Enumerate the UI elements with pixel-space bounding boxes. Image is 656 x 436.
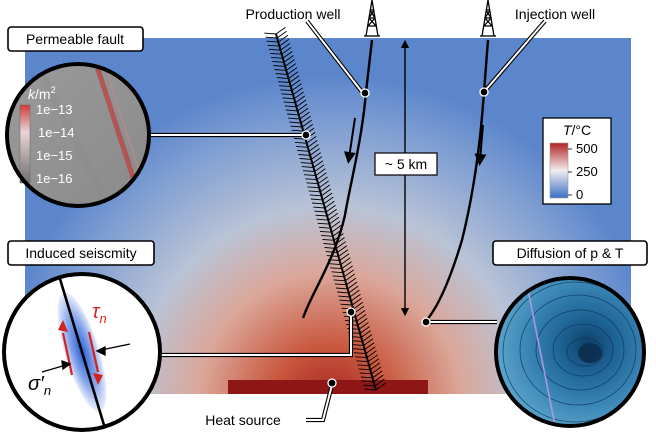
permeability-title: k/m2 [28,85,56,102]
permeability-colorbar [19,104,31,184]
shear-stress-label: τn [92,301,107,326]
normal-stress-arrows [41,343,131,373]
production-derrick-icon [364,0,380,37]
permeable-fault-callout: Permeable fault [7,26,144,52]
anchor-points [301,87,489,388]
injection-well-label: Injection well [515,6,595,22]
production-well-label: Production well [246,6,341,22]
production-well [301,39,374,319]
diffusion-label: Diffusion of p & T [517,245,624,261]
depth-label: ~ 5 km [385,156,427,172]
permeability-tick-3: 1e−15 [36,148,73,163]
temperature-tick-0: 0 [576,187,583,202]
injection-derrick-icon [480,0,496,37]
temperature-tick-250: 250 [576,164,598,179]
permeable-fault [264,26,386,391]
temperature-legend-title: T/°C [563,122,591,138]
temperature-tick-500: 500 [576,141,598,156]
permeability-tick-4: 1e−16 [36,171,73,186]
permeability-tick-1: 1e−13 [36,102,73,117]
depth-indicator: ~ 5 km [374,39,438,317]
permeability-tick-2: 1e−14 [38,125,75,140]
temperature-legend: T/°C 500 250 0 [542,117,612,205]
normal-stress-label: σ′n [28,373,51,398]
diffusion-callout: Diffusion of p & T [492,240,648,266]
seismicity-inset: τn σ′n [2,272,162,432]
induced-seismicity-callout: Induced seiscmity [7,240,155,266]
shear-stress-arrows [58,320,103,385]
heat-source-label: Heat source [205,412,281,428]
diffusion-inset [494,276,646,428]
induced-seismicity-label: Induced seiscmity [25,245,136,261]
injection-well [424,39,490,323]
leader-lines-inner [146,20,546,421]
permeable-fault-label: Permeable fault [26,31,124,47]
temperature-colorbar [549,142,569,199]
